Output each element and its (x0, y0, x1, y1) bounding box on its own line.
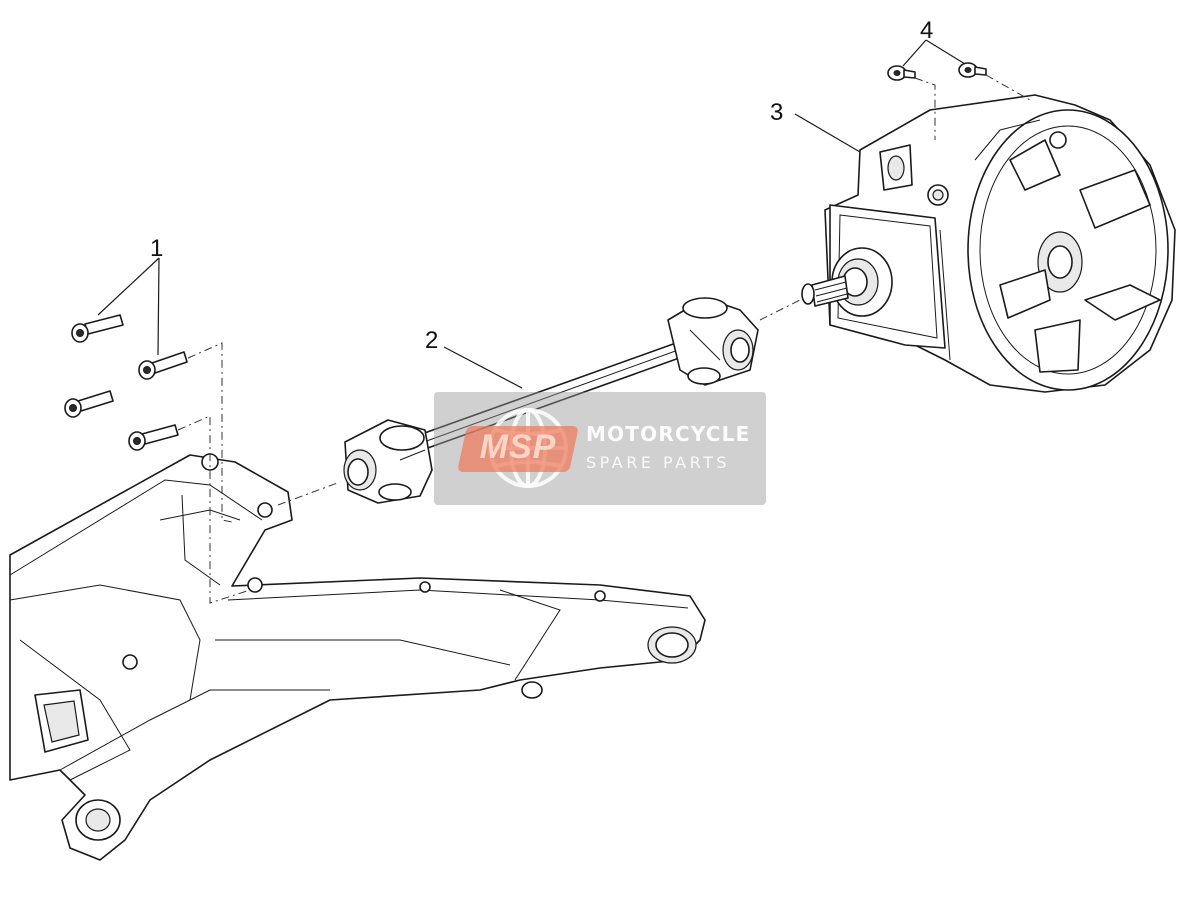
watermark-title: MOTORCYCLE (586, 422, 751, 446)
universal-joint-rear (343, 419, 433, 504)
leader-lines (97, 39, 966, 389)
callout-4: 4 (920, 17, 933, 44)
transmission-shaft (343, 297, 759, 504)
screw-bolt-3 (64, 390, 114, 418)
watermark-subtitle: SPARE PARTS (586, 453, 730, 472)
screw-bolt-2 (138, 351, 188, 380)
screw-4a (887, 65, 916, 81)
final-drive-box (801, 94, 1176, 393)
screw-bolt-4 (128, 424, 179, 451)
assembly-lines (177, 74, 1031, 604)
screw-4b (958, 62, 987, 78)
swing-arm (9, 453, 706, 861)
msp-badge-text: MSP (479, 428, 557, 466)
callout-2: 2 (425, 327, 438, 354)
callout-3: 3 (770, 99, 783, 126)
callout-1: 1 (150, 235, 163, 262)
screw-bolt-1 (71, 314, 124, 343)
watermark-logo: MSP MOTORCYCLE SPARE PARTS (434, 392, 766, 505)
universal-joint-front (667, 297, 759, 386)
